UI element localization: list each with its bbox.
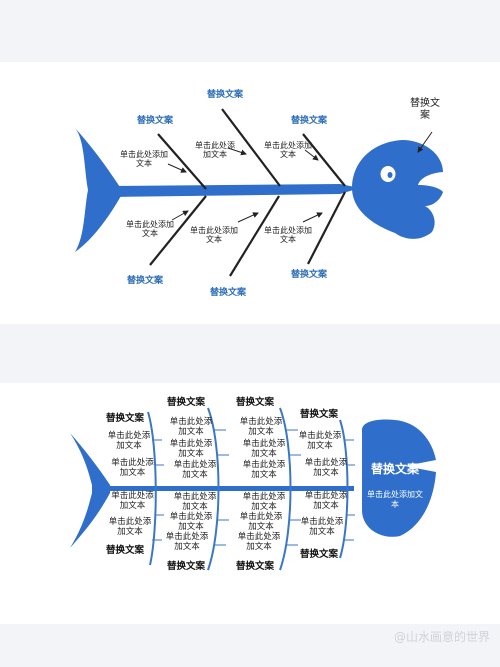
fish-head-top xyxy=(352,140,443,239)
d2-note-c4-1: 单击此处添加文本 xyxy=(298,431,342,451)
d2-note-c1-2: 单击此处添加文本 xyxy=(111,458,154,478)
d1-note-3: 单击此处添加文本 xyxy=(264,141,312,160)
d2-title-top-2: 替换文案 xyxy=(167,397,206,408)
fish-spine-top xyxy=(110,184,360,197)
d2-note-c4-4: 单击此处添加文本 xyxy=(300,517,344,537)
d2-note-c1-1: 单击此处添加文本 xyxy=(107,431,151,451)
d1-title-bottom-center: 替换文案 xyxy=(210,288,247,298)
d1-note-2: 单击此处添加文本 xyxy=(195,141,235,160)
d2-title-top-1: 替换文案 xyxy=(106,413,145,424)
arrow-5 xyxy=(237,212,259,223)
d2-note-c3-3: 单击此处添加文本 xyxy=(242,460,286,480)
d2-head-note: 单击此处添加文本 xyxy=(367,490,423,509)
d2-head-title: 替换文案 xyxy=(370,462,419,476)
watermark: @山水画意的世界 xyxy=(393,630,490,644)
d1-title-top-right: 替换文案 xyxy=(291,116,328,126)
d2-title-bottom-1: 替换文案 xyxy=(106,545,145,556)
rib-2 xyxy=(207,407,220,571)
d2-note-c3-6: 单击此处添加文本 xyxy=(237,532,281,552)
d2-note-c1-3: 单击此处添加文本 xyxy=(111,491,154,511)
d1-note-1: 单击此处添加文本 xyxy=(120,150,168,169)
d1-title-bottom-left: 替换文案 xyxy=(127,276,164,286)
arrow-4 xyxy=(171,210,189,221)
d2-note-c3-1: 单击此处添加文本 xyxy=(239,417,283,437)
d2-note-c2-6: 单击此处添加文本 xyxy=(165,532,209,552)
arrow-2 xyxy=(227,147,247,156)
d1-note-6: 单击此处添加文本 xyxy=(264,226,312,245)
d2-note-c4-2: 单击此处添加文本 xyxy=(304,458,348,478)
d1-title-top-center: 替换文案 xyxy=(207,90,244,100)
bone-top-upper-1 xyxy=(157,133,207,190)
bone-top-upper-2 xyxy=(221,108,281,187)
arrow-1 xyxy=(167,163,187,173)
bone-top-lower-1 xyxy=(149,195,207,266)
d2-note-c2-2: 单击此处添加文本 xyxy=(169,439,213,459)
d2-title-top-3: 替换文案 xyxy=(236,397,275,408)
rib-ticks xyxy=(152,429,355,546)
d2-note-c1-4: 单击此处添加文本 xyxy=(108,517,152,537)
fish-pupil-top xyxy=(387,172,393,178)
bone-top-upper-3 xyxy=(302,133,346,187)
d1-head-callout: 替换文案 xyxy=(410,98,440,121)
bone-top-lower-3 xyxy=(307,191,346,265)
fish-head-bottom xyxy=(362,419,436,537)
d1-title-bottom-right: 替换文案 xyxy=(291,270,328,280)
d2-note-c2-4: 单击此处添加文本 xyxy=(173,492,217,512)
rib-3 xyxy=(279,407,292,571)
rib-1 xyxy=(147,411,157,566)
d2-title-bottom-3: 替换文案 xyxy=(236,561,275,572)
d2-note-c2-5: 单击此处添加文本 xyxy=(169,512,213,532)
fish-tail-top xyxy=(75,128,122,252)
fish-spine-bottom xyxy=(96,486,354,491)
arrow-3 xyxy=(304,149,319,161)
d2-title-bottom-4: 替换文案 xyxy=(300,549,339,560)
d2-note-c4-3: 单击此处添加文本 xyxy=(304,491,348,511)
rib-4 xyxy=(339,419,349,559)
d2-note-c3-4: 单击此处添加文本 xyxy=(242,492,286,512)
arrow-6 xyxy=(302,212,323,223)
d2-note-c2-1: 单击此处添加文本 xyxy=(169,417,213,437)
d2-note-c3-2: 单击此处添加文本 xyxy=(242,439,286,459)
arrow-head-callout xyxy=(417,131,433,153)
d1-note-4: 单击此处添加文本 xyxy=(126,220,174,239)
d2-note-c2-3: 单击此处添加文本 xyxy=(173,460,217,480)
d2-note-c3-5: 单击此处添加文本 xyxy=(239,512,283,532)
d1-title-top-left: 替换文案 xyxy=(137,116,174,126)
bone-top-lower-2 xyxy=(229,195,280,277)
d2-title-bottom-2: 替换文案 xyxy=(167,561,206,572)
d2-title-top-4: 替换文案 xyxy=(300,409,339,420)
d1-note-5: 单击此处添加文本 xyxy=(190,226,238,245)
